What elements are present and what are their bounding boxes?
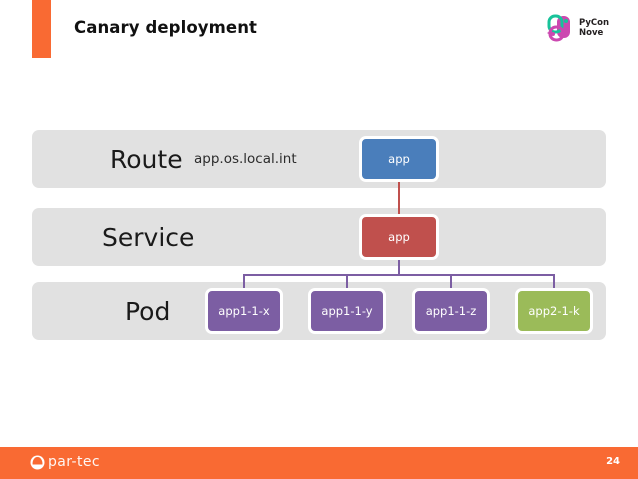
- node-service-app[interactable]: app: [359, 214, 439, 260]
- title-accent-bar: [32, 0, 51, 58]
- pycon-nove-logo: PyCon Nove: [545, 11, 631, 45]
- connector-pod-bus: [243, 274, 555, 276]
- node-pod-app2-1-k[interactable]: app2-1-k: [515, 288, 593, 334]
- partec-logo-icon: [30, 455, 45, 470]
- pycon-logo-line1: PyCon: [579, 17, 610, 28]
- node-pod-app1-1-x[interactable]: app1-1-x: [205, 288, 283, 334]
- partec-logo: par-tec: [30, 454, 100, 470]
- pycon-logo-text: PyCon Nove: [579, 18, 609, 39]
- layer-label-pod: Pod: [125, 296, 171, 326]
- node-pod-app1-1-y[interactable]: app1-1-y: [308, 288, 386, 334]
- pycon-logo-line2: Nove: [579, 28, 604, 38]
- connector-drop-pod-1: [346, 274, 348, 290]
- slide-footer: par-tec 24: [0, 447, 638, 479]
- layer-band-route: Route: [32, 130, 606, 188]
- layer-label-route: Route: [110, 144, 183, 174]
- connector-route-to-service: [398, 180, 400, 216]
- route-hostname: app.os.local.int: [194, 151, 297, 167]
- layer-label-service: Service: [102, 222, 195, 252]
- node-pod-app1-1-z[interactable]: app1-1-z: [412, 288, 490, 334]
- node-route-app[interactable]: app: [359, 136, 439, 182]
- connector-service-trunk: [398, 258, 400, 276]
- connector-drop-pod-3: [553, 274, 555, 290]
- page-title: Canary deployment: [74, 18, 258, 37]
- page-number: 24: [606, 456, 620, 467]
- connector-drop-pod-0: [243, 274, 245, 290]
- pycon-logo-icon: [545, 13, 575, 44]
- partec-logo-text: par-tec: [48, 454, 100, 470]
- layer-band-service: Service: [32, 208, 606, 266]
- connector-drop-pod-2: [450, 274, 452, 290]
